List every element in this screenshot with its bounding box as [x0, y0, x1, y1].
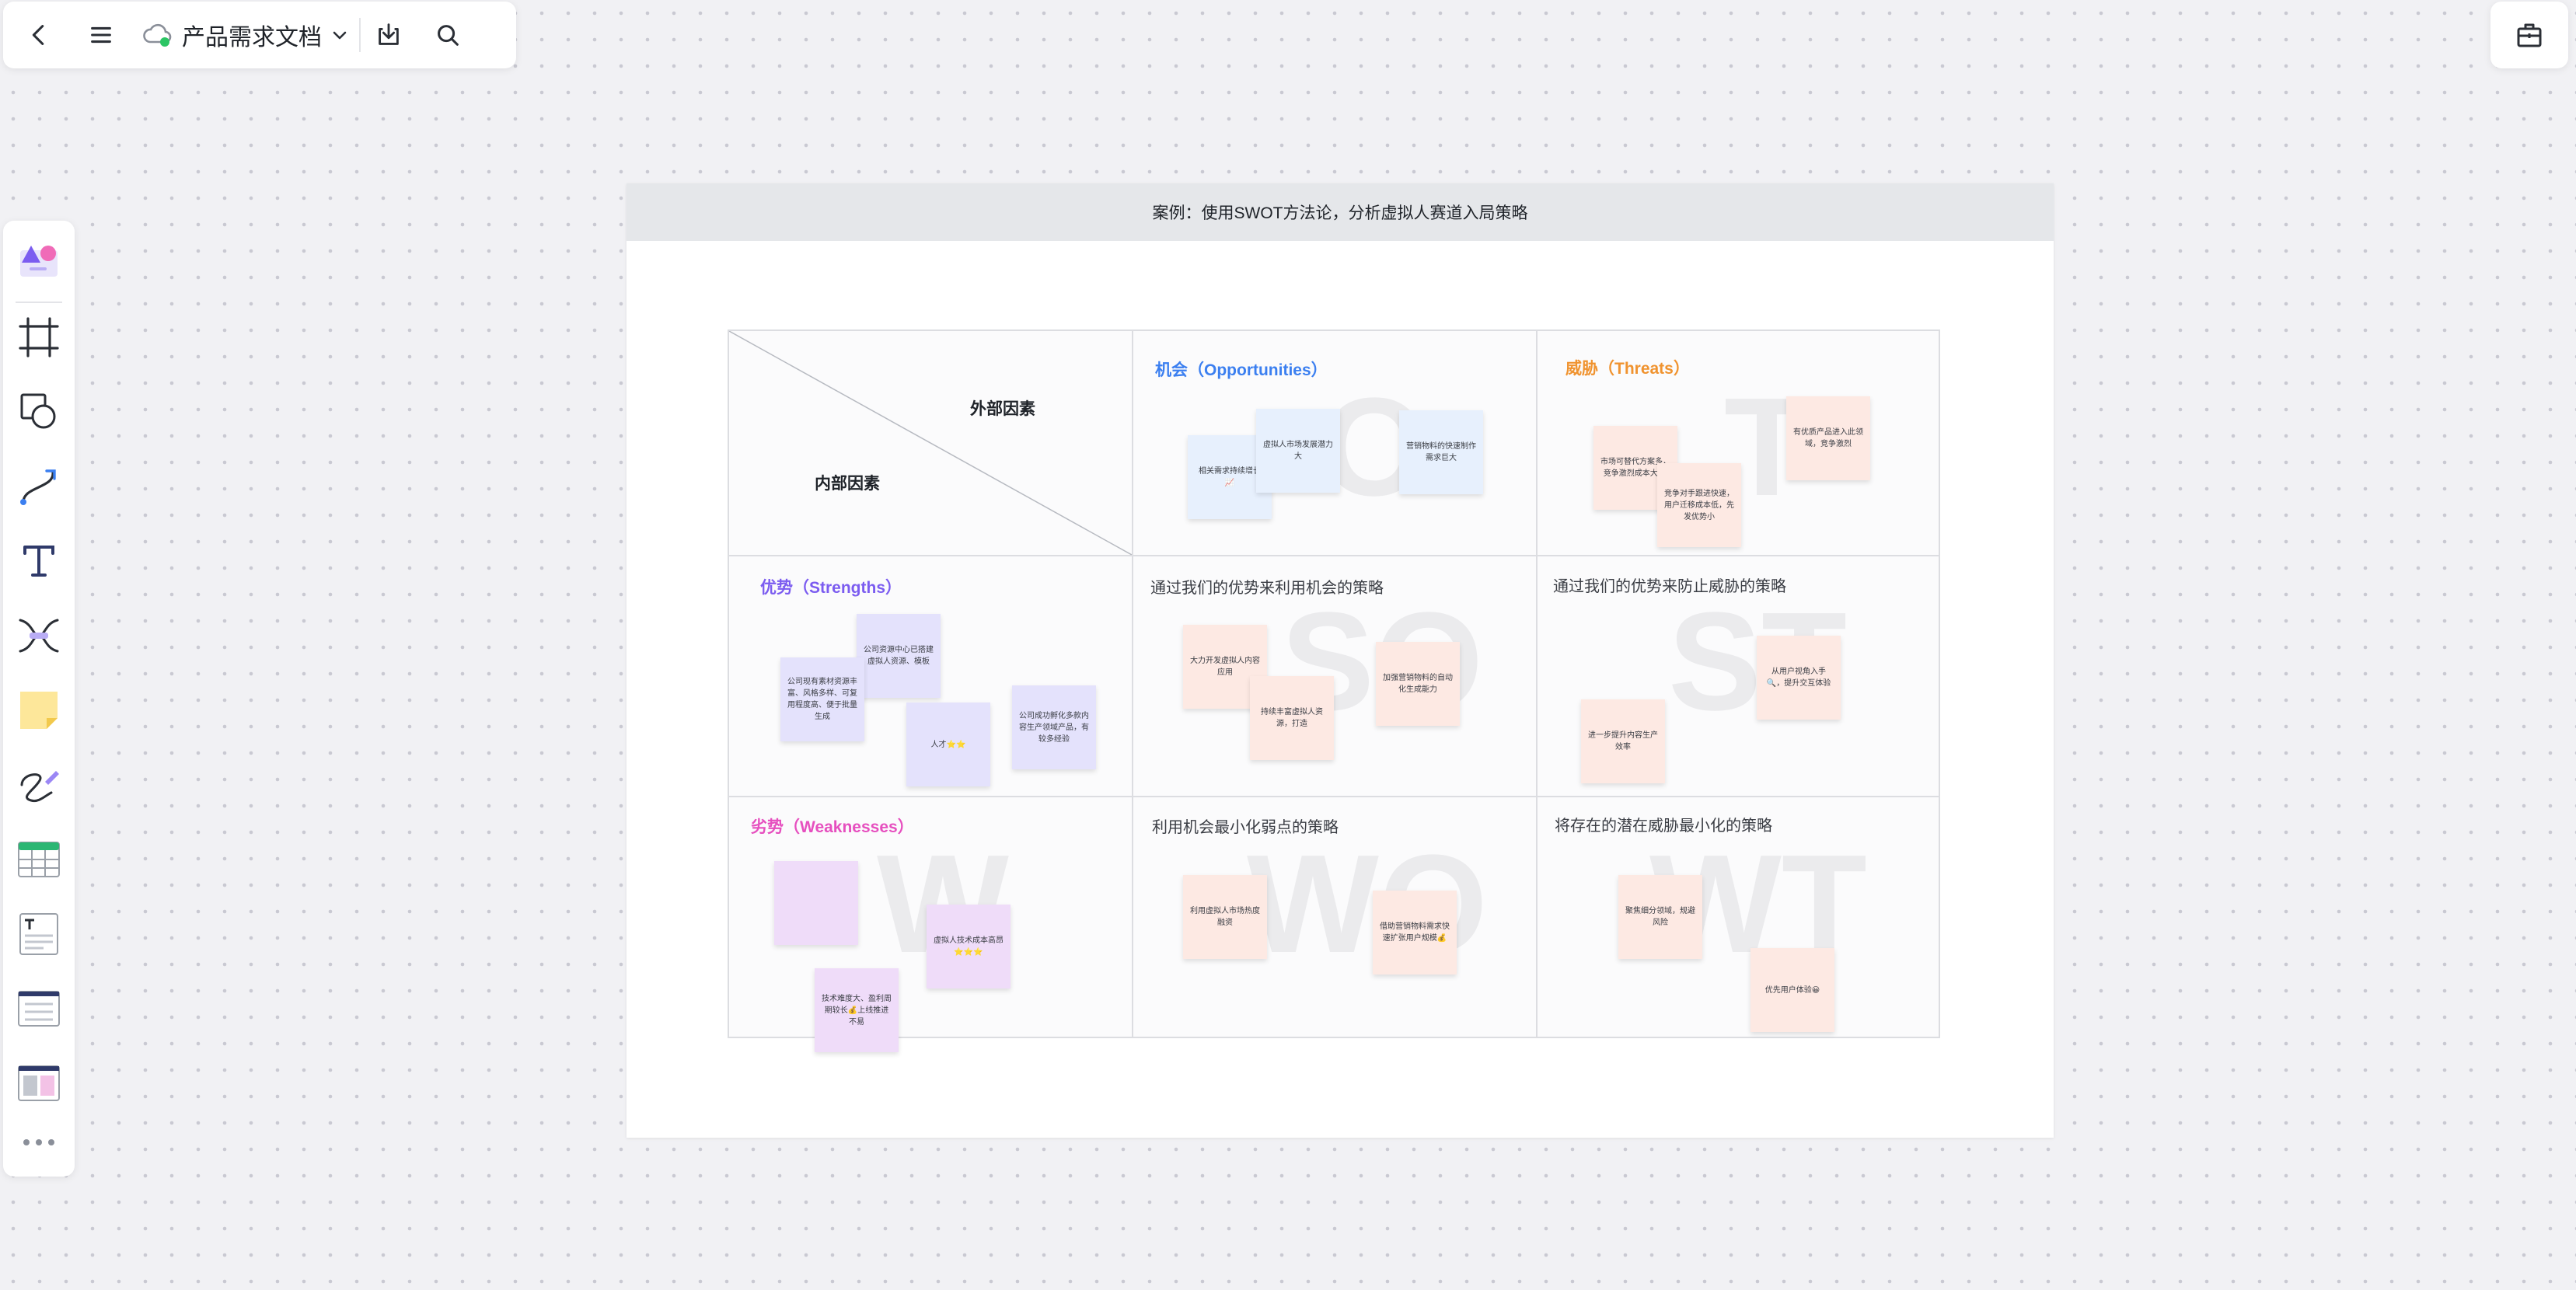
sticky-note[interactable]: 从用户视角入手🔍，提升交互体验: [1757, 636, 1841, 720]
pen-icon: [20, 771, 59, 803]
frame-icon: [19, 317, 59, 357]
sticky-note[interactable]: 技术难度大、盈利周期较长💰上线推进不易: [815, 968, 899, 1052]
sticky-note-icon: [20, 692, 58, 729]
layout-icon: [18, 1065, 60, 1101]
strengths-label: 优势（Strengths）: [760, 579, 902, 597]
sticky-note[interactable]: 聚焦细分领域，规避风险: [1618, 875, 1702, 959]
doc-title-dropdown[interactable]: 产品需求文档: [135, 18, 354, 52]
sticky-note-tool[interactable]: [16, 687, 62, 734]
weaknesses-label: 劣势（Weaknesses）: [751, 818, 914, 836]
download-icon: [379, 23, 399, 45]
frame-tool[interactable]: [16, 314, 62, 361]
chevron-left-icon: [32, 25, 44, 45]
more-tools-button[interactable]: [16, 1119, 62, 1166]
sticky-note[interactable]: 营销物料的快速制作需求巨大: [1399, 410, 1483, 494]
left-toolbar: [3, 221, 75, 1177]
table-tool[interactable]: [16, 836, 62, 883]
text-icon: [23, 546, 54, 577]
grid-line: [729, 555, 1939, 556]
toolbar-divider: [359, 18, 361, 52]
chevron-down-icon: [333, 31, 347, 40]
st-strategy-label: 通过我们的优势来防止威胁的策略: [1553, 578, 1786, 595]
so-strategy-label: 通过我们的优势来利用机会的策略: [1150, 580, 1384, 597]
sticky-note[interactable]: 竞争对手跟进快速，用户迁移成本低，先发优势小: [1657, 463, 1741, 547]
search-icon: [438, 25, 459, 46]
text-tool[interactable]: [16, 538, 62, 584]
pen-tool[interactable]: [16, 762, 62, 808]
hamburger-menu-icon: [91, 26, 111, 44]
sticky-note[interactable]: 有优质产品进入此领域，竞争激烈: [1786, 396, 1870, 480]
corner-diagonal: [729, 331, 1132, 555]
sticky-note[interactable]: 加强营销物料的自动化生成能力: [1376, 642, 1460, 726]
doc-title: 产品需求文档: [182, 25, 322, 51]
table-icon: [18, 842, 60, 877]
swot-frame[interactable]: 案例：使用SWOT方法论，分析虚拟人赛道入局策略 外部因素 内部因素 O 机会（…: [627, 183, 2054, 1138]
wt-strategy-label: 将存在的潜在威胁最小化的策略: [1555, 818, 1772, 835]
sticky-note[interactable]: 优先用户体验😀: [1750, 948, 1834, 1032]
external-factors-label: 外部因素: [970, 400, 1035, 418]
sticky-note[interactable]: 利用虚拟人市场热度融资: [1183, 875, 1267, 959]
mindmap-icon: [19, 619, 59, 653]
layout-tool[interactable]: [16, 1060, 62, 1107]
wo-strategy-label: 利用机会最小化弱点的策略: [1152, 819, 1339, 836]
text-block-icon: [19, 913, 58, 955]
sticky-note[interactable]: 借助营销物料需求快速扩张用户规模💰: [1373, 891, 1457, 974]
connector-icon: [20, 469, 56, 505]
sticky-note[interactable]: 公司资源中心已搭建虚拟人资源、模板: [857, 614, 941, 698]
sticky-note[interactable]: 人才⭐⭐: [906, 703, 990, 786]
back-button[interactable]: [16, 12, 62, 58]
toolbox-button[interactable]: [2490, 2, 2568, 68]
list-icon: [18, 991, 60, 1027]
connector-tool[interactable]: [16, 463, 62, 510]
top-bar: 产品需求文档: [3, 2, 516, 68]
sticky-note[interactable]: 虚拟人技术成本高昂⭐⭐⭐: [927, 905, 1011, 988]
shape-tool[interactable]: [16, 389, 62, 435]
frame-title: 案例：使用SWOT方法论，分析虚拟人赛道入局策略: [1152, 204, 1528, 222]
toolbox-icon: [2517, 23, 2542, 47]
template-tool[interactable]: [16, 236, 62, 283]
search-button[interactable]: [424, 12, 471, 58]
sticky-note[interactable]: 进一步提升内容生产效率: [1581, 699, 1665, 783]
list-tool[interactable]: [16, 985, 62, 1032]
download-button[interactable]: [365, 12, 412, 58]
opportunities-label: 机会（Opportunities）: [1155, 361, 1328, 379]
threats-label: 威胁（Threats）: [1565, 360, 1690, 378]
text-block-tool[interactable]: [16, 911, 62, 957]
more-icon: [23, 1139, 54, 1145]
mindmap-tool[interactable]: [16, 612, 62, 659]
grid-line: [1132, 331, 1133, 1037]
grid-line: [1536, 331, 1538, 1037]
shape-icon: [20, 393, 56, 429]
sticky-note[interactable]: 公司成功孵化多款内容生产领域产品，有较多经验: [1012, 685, 1096, 769]
frame-header: 案例：使用SWOT方法论，分析虚拟人赛道入局策略: [627, 183, 2054, 241]
sticky-note[interactable]: [774, 861, 858, 945]
sticky-note[interactable]: 公司现有素材资源丰富、风格多样、可复用程度高、便于批量生成: [780, 657, 864, 741]
sticky-note[interactable]: 虚拟人市场发展潜力大: [1256, 409, 1340, 493]
sticky-note[interactable]: 持续丰富虚拟人资源，打造: [1250, 676, 1334, 760]
template-icon: [20, 246, 58, 277]
swot-table: 外部因素 内部因素 O 机会（Opportunities） 相关需求持续增长📈 …: [728, 329, 1940, 1052]
toolbar-divider: [16, 302, 62, 303]
menu-button[interactable]: [78, 12, 124, 58]
grid-line: [729, 796, 1939, 797]
cloud-sync-icon: [143, 23, 172, 47]
internal-factors-label: 内部因素: [815, 475, 880, 493]
